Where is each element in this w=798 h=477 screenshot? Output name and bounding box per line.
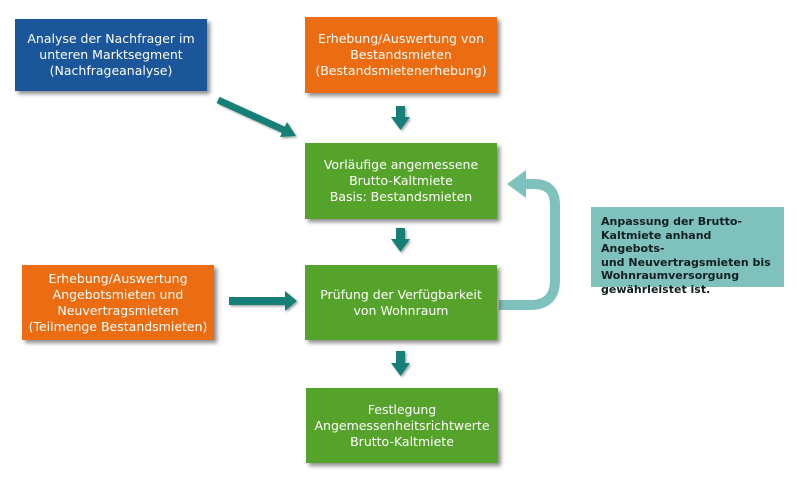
arrow-bestand-to-vorlaeufige xyxy=(391,106,410,130)
arrow-vorlaeufige-to-pruefung xyxy=(391,228,410,252)
node-label: Festlegung Angemessenheitsrichtwerte Bru… xyxy=(314,401,490,449)
loop-annotation-note: Anpassung der Brutto- Kaltmiete anhand A… xyxy=(591,207,784,296)
node-label: Analyse der Nachfrager im unteren Markts… xyxy=(27,31,195,78)
node-label: Vorläufige angemessene Brutto-Kaltmiete … xyxy=(323,157,479,204)
arrow-pruefung-to-festlegung xyxy=(391,351,410,376)
node-label: Erhebung/Auswertung Angebotsmieten und N… xyxy=(28,270,208,334)
node-pruefung-verfuegbarkeit: Prüfung der Verfügbarkeit von Wohnraum xyxy=(305,265,497,340)
arrow-angebot-to-pruefung xyxy=(229,291,297,311)
node-label: Erhebung/Auswertung von Bestandsmieten (… xyxy=(315,31,487,78)
node-label: Prüfung der Verfügbarkeit von Wohnraum xyxy=(320,286,482,318)
node-nachfrageanalyse: Analyse der Nachfrager im unteren Markts… xyxy=(15,19,207,91)
loop-arrow-pruefung-to-vorlaeufige xyxy=(499,170,560,310)
arrow-nachfrage-to-vorlaeufige xyxy=(216,96,296,137)
node-festlegung: Festlegung Angemessenheitsrichtwerte Bru… xyxy=(306,388,498,463)
node-angebotsmieten: Erhebung/Auswertung Angebotsmieten und N… xyxy=(22,265,214,340)
node-bestandsmieten: Erhebung/Auswertung von Bestandsmieten (… xyxy=(305,17,497,93)
node-vorlaeufige-kaltmiete: Vorläufige angemessene Brutto-Kaltmiete … xyxy=(305,143,497,219)
